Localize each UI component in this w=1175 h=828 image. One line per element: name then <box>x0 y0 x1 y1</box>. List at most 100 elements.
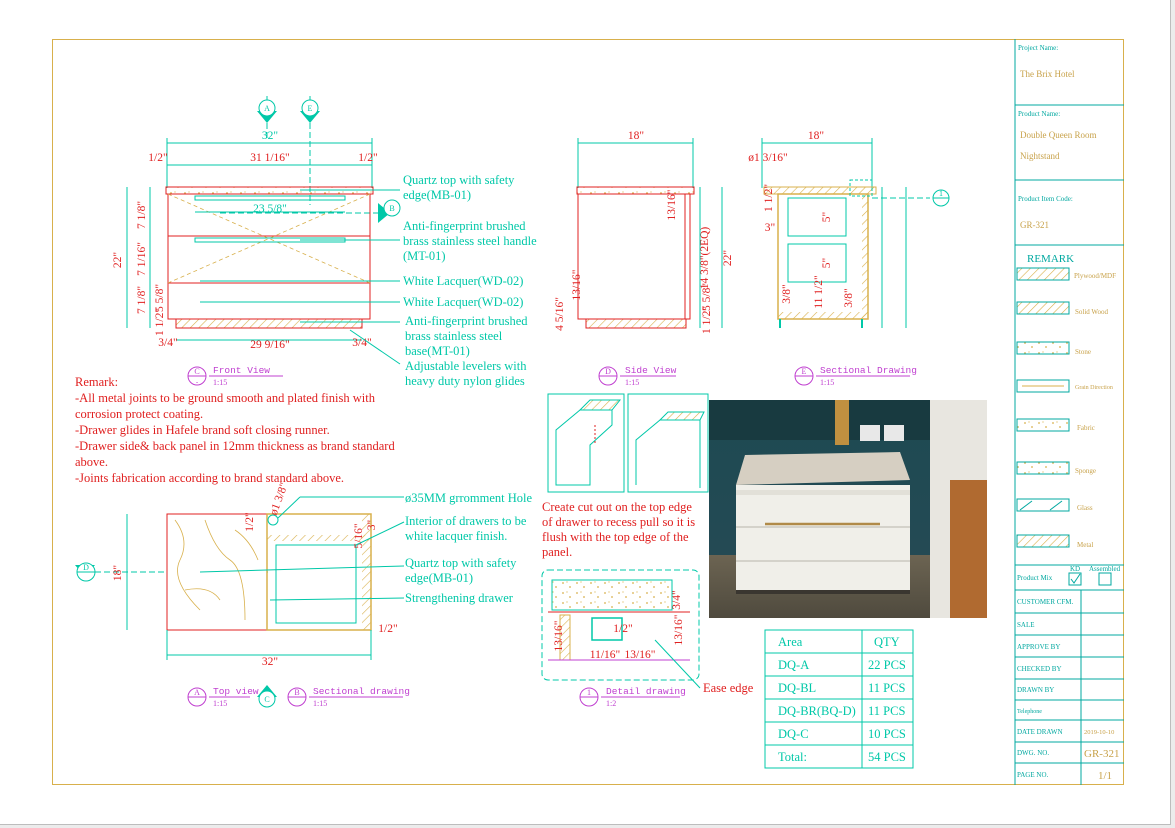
qty-row-4-qty: 10 PCS <box>868 727 906 741</box>
sectional-b-title: Sectional drawing <box>313 686 410 697</box>
qty-row-2-qty: 11 PCS <box>868 681 905 695</box>
side-view-symbol: D <box>605 367 611 376</box>
annotation-handle-2: brass stainless steel handle <box>403 234 537 248</box>
check-icon <box>1070 573 1081 584</box>
side-view: 18" 13/16" 14 3/8"(2EQ) 22" 13/16" 4 5/1… <box>554 130 734 387</box>
dim-det-1316a: 13/16" <box>553 621 565 652</box>
dim-front-height: 22" <box>112 252 124 268</box>
dim-det-half-top: 1/2" <box>378 623 397 635</box>
remark-line-3: -Drawer glides in Hafele brand soft clos… <box>75 423 330 437</box>
row-sale: SALE <box>1017 621 1035 629</box>
qty-row-4-area: DQ-C <box>778 727 809 741</box>
detail-symbol: 1 <box>587 688 591 697</box>
dim-top-depth: 18" <box>112 565 124 581</box>
dim-front-width: 32" <box>262 130 278 142</box>
sectional-e-scale: 1:15 <box>820 378 834 387</box>
annotation-grommet: ø35MM grromment Hole <box>405 491 533 505</box>
marker-b-label: B <box>389 204 394 213</box>
dim-side-h2: 14 3/8"(2EQ) <box>699 227 711 290</box>
svg-text:-: - <box>196 378 199 386</box>
sectional-b-symbol: B <box>294 688 299 697</box>
annotation-base-2: brass stainless steel <box>405 329 503 343</box>
annotation-cutout-2: of drawer to recess pull so it is <box>542 515 695 529</box>
annotation-handle-1: Anti-fingerprint brushed <box>403 219 526 233</box>
remark-block: Remark: -All metal joints to be ground s… <box>75 375 395 485</box>
project-label: Project Name: <box>1018 44 1058 52</box>
top-view-symbol: A <box>194 688 200 697</box>
dim-side-width: 18" <box>628 130 644 142</box>
sectional-e-title: Sectional Drawing <box>820 365 917 376</box>
sectional-view-e: 18" ø1 3/16" 1 1 1/2" 3" 5" 5" 11 1/2" 3… <box>748 130 950 387</box>
legend-stone: Stone <box>1075 348 1091 356</box>
side-view-scale: 1:15 <box>625 378 639 387</box>
dim-det-1116: 11/16" <box>590 649 620 661</box>
remark-title: Remark: <box>75 375 118 389</box>
section-marker-b: B <box>220 199 401 223</box>
qty-row-1-area: DQ-A <box>778 658 809 672</box>
dim-front-h1: 7 1/8" <box>136 201 148 229</box>
row-checked: CHECKED BY <box>1017 665 1062 673</box>
dim-side-h1: 13/16" <box>666 190 678 221</box>
product-value-2: Nightstand <box>1020 151 1060 161</box>
row-dwg: DWG. NO. <box>1017 749 1049 757</box>
dim-sec-grommet: ø1 3/16" <box>748 152 788 164</box>
annotation-quartz-top2-2: edge(MB-01) <box>405 571 473 585</box>
front-view-symbol: C <box>194 367 199 376</box>
dim-sec-5b: 5" <box>821 258 833 268</box>
detail-drawing: 1/2" 13/16" 13/16" 11/16" 13/16" 3/4" Ea… <box>541 569 754 708</box>
dwg-no-value: GR-321 <box>1084 748 1119 760</box>
dim-side-height: 22" <box>722 250 734 266</box>
qty-row-3-qty: 11 PCS <box>868 704 905 718</box>
side-view-title: Side View <box>625 365 677 376</box>
annotation-cutout-3: flush with the top edge of the <box>542 530 689 544</box>
kd-label: KD <box>1070 565 1080 573</box>
assembled-checkbox <box>1098 572 1112 586</box>
dim-side-h3: 13/16" <box>571 270 583 301</box>
dim-sec-38b: 3/8" <box>843 288 855 307</box>
dim-top-516: 5/16" <box>353 523 365 548</box>
front-view-title: Front View <box>213 365 270 376</box>
dim-top-width: 32" <box>262 656 278 668</box>
dim-side-h6: 5 5/8" <box>701 283 713 311</box>
qty-row-5-area: Total: <box>778 750 807 764</box>
remark-line-6: -Joints fabrication according to brand s… <box>75 471 344 485</box>
remark-line-1: -All metal joints to be ground smooth an… <box>75 391 376 405</box>
dim-det-1316c: 13/16" <box>625 649 656 661</box>
remark-line-5: above. <box>75 455 108 469</box>
top-view-scale: 1:15 <box>213 699 227 708</box>
annotation-interior-2: white lacquer finish. <box>405 529 507 543</box>
annotation-interior-1: Interior of drawers to be <box>405 514 527 528</box>
remark-legend-title: REMARK <box>1027 253 1074 265</box>
detail-title: Detail drawing <box>606 686 686 697</box>
row-page: PAGE NO. <box>1017 771 1048 779</box>
dim-front-h2: 7 1/16" <box>136 242 148 276</box>
dim-front-leg-r: 3/4" <box>352 337 371 349</box>
annotation-strengthening: Strengthening drawer <box>405 591 514 605</box>
detail-scale: 1:2 <box>606 699 616 708</box>
section-marker-a: A <box>257 96 277 140</box>
date-drawn-value: 2019-10-10 <box>1084 729 1114 736</box>
front-annotations: Quartz top with safety edge(MB-01) Anti-… <box>403 173 537 388</box>
dim-det-half: 1/2" <box>613 623 632 635</box>
dim-front-h4: 1 1/2" <box>154 308 166 336</box>
project-value: The Brix Hotel <box>1020 69 1075 79</box>
front-view-scale: 1:15 <box>213 378 227 387</box>
annotation-quartz-top2-1: Quartz top with safety <box>405 556 517 570</box>
annotation-quartz-top-1: Quartz top with safety <box>403 173 515 187</box>
product-value-1: Double Queen Room <box>1020 130 1097 140</box>
dim-sec-11: 11 1/2" <box>813 275 825 308</box>
annotation-levelers-1: Adjustable levelers with <box>405 359 527 373</box>
marker-a-label: A <box>264 104 270 113</box>
cutout-detail: Create cut out on the top edge of drawer… <box>542 393 709 559</box>
dim-sec-5a: 5" <box>821 212 833 222</box>
front-view: A E B 32" 31 1/16" 1/2" 1/2" <box>112 96 401 387</box>
dim-sec-3: 3" <box>765 222 775 234</box>
qty-row-2-area: DQ-BL <box>778 681 816 695</box>
legend-solid-wood: Solid Wood <box>1075 308 1108 316</box>
code-value: GR-321 <box>1020 220 1049 230</box>
legend-fabric: Fabric <box>1077 424 1095 432</box>
dim-front-base: 29 9/16" <box>250 339 290 351</box>
dim-det-1316b: 13/16" <box>673 615 685 646</box>
legend-metal: Metal <box>1077 541 1093 549</box>
